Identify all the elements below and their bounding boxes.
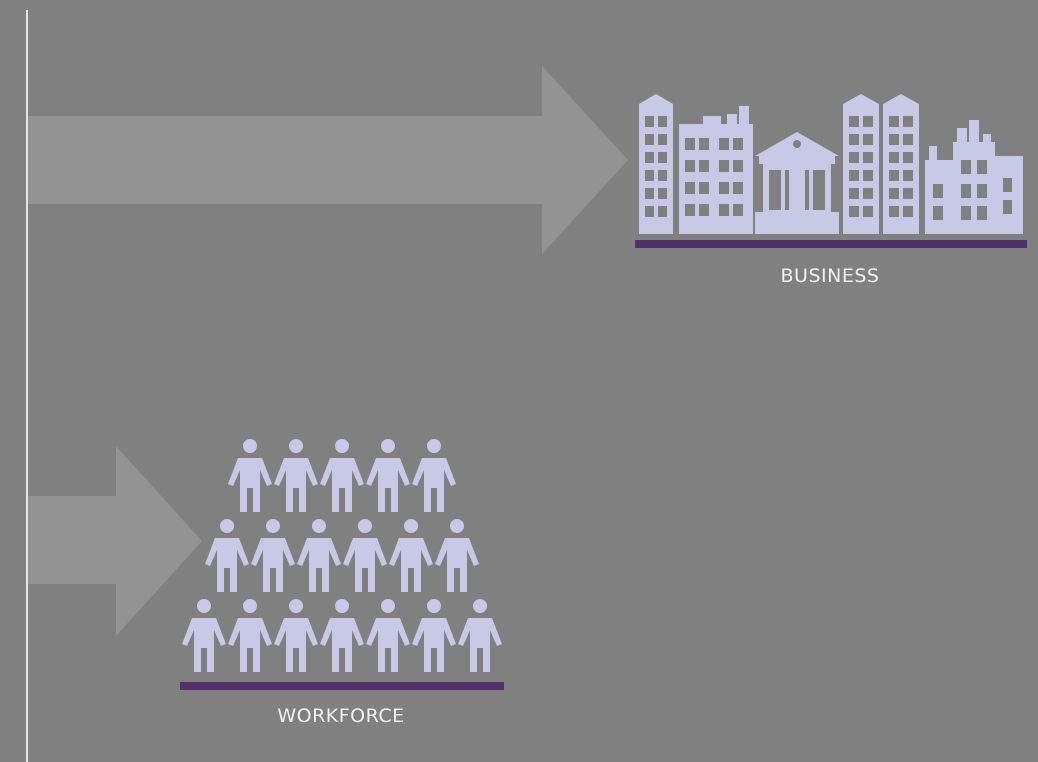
person-figure (297, 519, 341, 592)
workforce-label: WORKFORCE (277, 705, 405, 727)
person-figure (343, 519, 387, 592)
arrow-to-business (28, 66, 628, 254)
person-figure (251, 519, 295, 592)
person-figure (435, 519, 479, 592)
person-figure (320, 599, 364, 672)
business-label: BUSINESS (780, 265, 880, 287)
person-figure (228, 599, 272, 672)
person-figure (366, 599, 410, 672)
person-figure (412, 439, 456, 512)
person-figure (458, 599, 502, 672)
person-figure (274, 439, 318, 512)
person-figure (320, 439, 364, 512)
person-figure (412, 599, 456, 672)
person-figure (228, 439, 272, 512)
workforce-base-bar (180, 682, 504, 690)
arrow-to-workforce (28, 446, 202, 636)
left-vertical-rule (26, 10, 28, 762)
buildings-icon (635, 94, 1027, 248)
people-icon (180, 439, 504, 690)
person-figure (205, 519, 249, 592)
person-figure (182, 599, 226, 672)
person-figure (389, 519, 433, 592)
person-figure (274, 599, 318, 672)
business-base-bar (635, 240, 1027, 248)
person-figure (366, 439, 410, 512)
